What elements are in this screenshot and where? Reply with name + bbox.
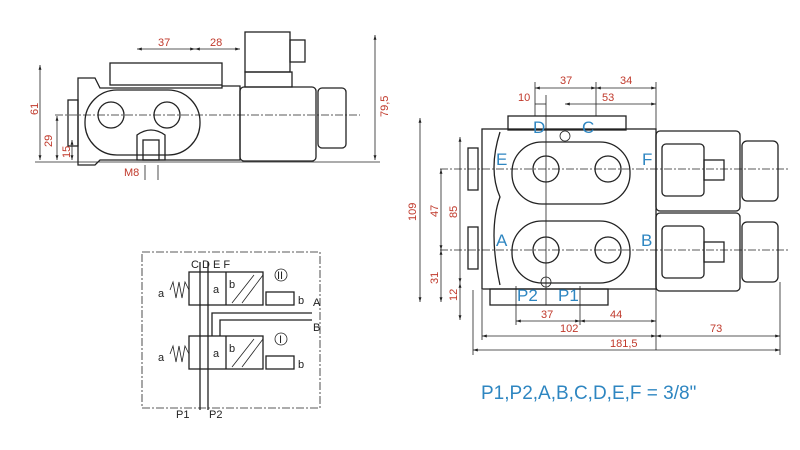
svg-text:44: 44 [610, 309, 622, 321]
svg-text:C: C [582, 118, 594, 137]
side-view [35, 31, 380, 166]
svg-text:C D E F: C D E F [191, 259, 230, 271]
svg-text:A: A [496, 231, 508, 250]
svg-text:34: 34 [620, 75, 632, 87]
svg-text:A: A [313, 297, 321, 309]
svg-text:73: 73 [710, 323, 722, 335]
svg-text:85: 85 [448, 206, 460, 218]
svg-text:I: I [279, 334, 282, 346]
svg-text:b: b [229, 343, 235, 355]
svg-text:a: a [158, 352, 165, 364]
svg-text:D: D [533, 118, 545, 137]
svg-text:B: B [641, 231, 652, 250]
svg-text:M8: M8 [124, 167, 139, 179]
svg-text:53: 53 [602, 92, 614, 104]
svg-text:P1: P1 [558, 286, 579, 305]
svg-text:F: F [642, 150, 652, 169]
svg-text:12: 12 [448, 289, 460, 301]
svg-text:10: 10 [518, 92, 530, 104]
svg-text:P2: P2 [209, 409, 222, 421]
svg-text:a: a [213, 284, 220, 296]
svg-text:37: 37 [541, 309, 553, 321]
schematic-labels: C D E F a a a b a b b b II I A B P1 P2 [158, 259, 321, 421]
svg-text:E: E [496, 150, 507, 169]
svg-text:79,5: 79,5 [379, 96, 391, 117]
svg-text:61: 61 [29, 103, 41, 115]
front-view [440, 95, 790, 325]
svg-text:47: 47 [429, 205, 441, 217]
svg-text:109: 109 [407, 203, 419, 221]
svg-text:b: b [229, 279, 235, 291]
svg-text:a: a [213, 348, 220, 360]
svg-text:31: 31 [429, 272, 441, 284]
svg-text:181,5: 181,5 [610, 338, 638, 350]
svg-text:b: b [298, 295, 304, 307]
svg-text:102: 102 [560, 323, 578, 335]
hydraulic-schematic [141, 251, 321, 410]
svg-text:a: a [158, 288, 165, 300]
svg-text:P1: P1 [176, 409, 189, 421]
svg-text:15: 15 [61, 146, 73, 158]
front-view-dimensions: 37 34 10 53 109 85 47 31 12 37 44 102 73… [407, 75, 781, 355]
side-view-dimensions: 37 28 61 29 15 79,5 M8 [29, 35, 391, 180]
svg-text:II: II [277, 270, 283, 282]
port-size-note: P1,P2,A,B,C,D,E,F = 3/8" [481, 383, 697, 404]
svg-text:28: 28 [210, 37, 222, 49]
svg-text:37: 37 [158, 37, 170, 49]
svg-text:b: b [298, 359, 304, 371]
svg-text:B: B [313, 322, 320, 334]
svg-text:37: 37 [560, 75, 572, 87]
port-labels: D C E F A B P2 P1 [496, 118, 652, 305]
svg-text:29: 29 [43, 135, 55, 147]
svg-text:P2: P2 [517, 286, 538, 305]
